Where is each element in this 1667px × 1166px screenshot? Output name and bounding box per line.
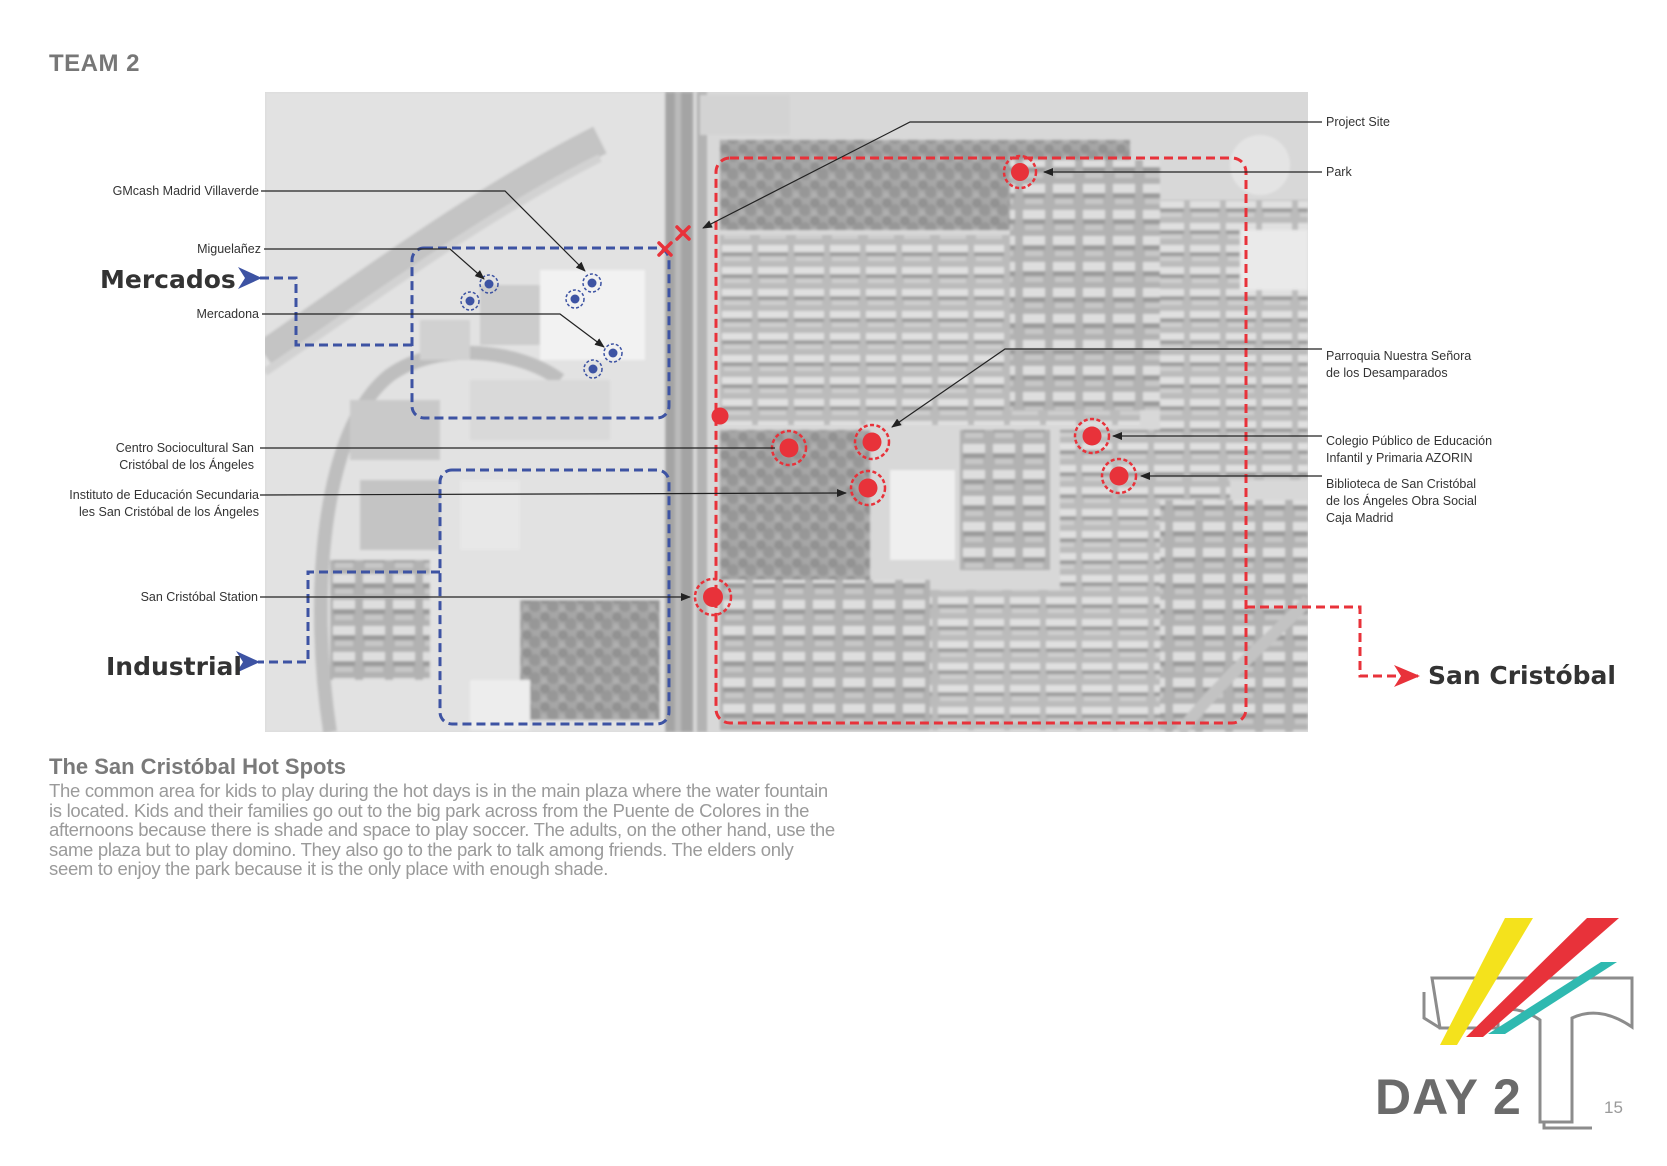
market-marker (460, 291, 480, 311)
zone-label-san-cristobal: San Cristóbal (1428, 661, 1616, 690)
label-miguelanez: Miguelañez (197, 242, 261, 256)
label-mercadona: Mercadona (196, 307, 259, 321)
hotspot-dot (711, 407, 729, 425)
label-station: San Cristóbal Station (141, 590, 258, 604)
hotspot-park (1002, 154, 1038, 190)
label-colegio-line2: Infantil y Primaria AZORIN (1326, 451, 1473, 465)
hotspot-colegio (1073, 417, 1111, 455)
day-logo (1422, 918, 1634, 1130)
aerial-photo (256, 92, 1313, 736)
hotspot-instituto (849, 469, 887, 507)
section-body: The common area for kids to play during … (49, 780, 835, 879)
leader-lines (259, 121, 1322, 601)
market-marker (565, 289, 585, 309)
label-centro-line1: Centro Sociocultural San (116, 441, 254, 455)
market-marker (603, 343, 623, 363)
day-label: DAY 2 (1375, 1069, 1522, 1125)
page-number: 15 (1604, 1098, 1623, 1117)
right-labels: Project Site Park Parroquia Nuestra Seño… (1326, 115, 1492, 525)
hotspot-station (693, 577, 733, 617)
left-labels: GMcash Madrid Villaverde Miguelañez Merc… (69, 184, 261, 604)
yellow-stripe (1440, 918, 1533, 1045)
team-label: TEAM 2 (49, 50, 141, 77)
market-marker (583, 359, 603, 379)
section-title: The San Cristóbal Hot Spots (49, 754, 347, 779)
label-biblioteca-line2: de los Ángeles Obra Social (1326, 493, 1477, 508)
red-stripe (1466, 918, 1619, 1037)
label-colegio-line1: Colegio Público de Educación (1326, 434, 1492, 448)
mercados-zone-outline (238, 246, 671, 420)
label-centro-line2: Cristóbal de los Ángeles (119, 457, 254, 472)
hotspot-markers (657, 154, 1138, 617)
teal-stripe (1488, 962, 1617, 1034)
label-biblioteca-line3: Caja Madrid (1326, 511, 1393, 525)
zone-label-mercados: Mercados (100, 265, 236, 294)
market-marker (582, 273, 602, 293)
project-site-x-mark (657, 225, 691, 257)
san-cristobal-zone-outline (714, 156, 1420, 725)
label-instituto-line2: les San Cristóbal de los Ángeles (79, 504, 259, 519)
market-marker (479, 274, 499, 294)
zone-label-industrial: Industrial (106, 652, 242, 681)
label-parroquia-line1: Parroquia Nuestra Señora (1326, 349, 1471, 363)
label-park: Park (1326, 165, 1352, 179)
hotspot-parroquia (853, 423, 891, 461)
label-parroquia-line2: de los Desamparados (1326, 366, 1448, 380)
label-instituto-line1: Instituto de Educación Secundaria (69, 488, 259, 502)
label-biblioteca-line1: Biblioteca de San Cristóbal (1326, 477, 1476, 491)
hotspot-biblioteca (1100, 457, 1138, 495)
label-project-site: Project Site (1326, 115, 1390, 129)
label-gmcash: GMcash Madrid Villaverde (113, 184, 259, 198)
market-markers (460, 273, 623, 379)
